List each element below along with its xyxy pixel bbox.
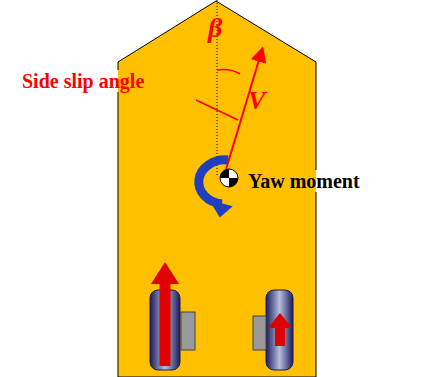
leader-line [196,100,238,120]
right-wheel [253,290,293,370]
angle-arc [217,70,240,75]
left-wheel [150,262,195,370]
yaw-arrow-head [209,193,235,219]
moment-label: Yaw moment [246,170,362,192]
velocity-symbol: V [248,88,265,114]
cg-marker [220,169,238,187]
angle-symbol: β [208,14,222,42]
angle-label: Side slip angle [20,70,146,92]
